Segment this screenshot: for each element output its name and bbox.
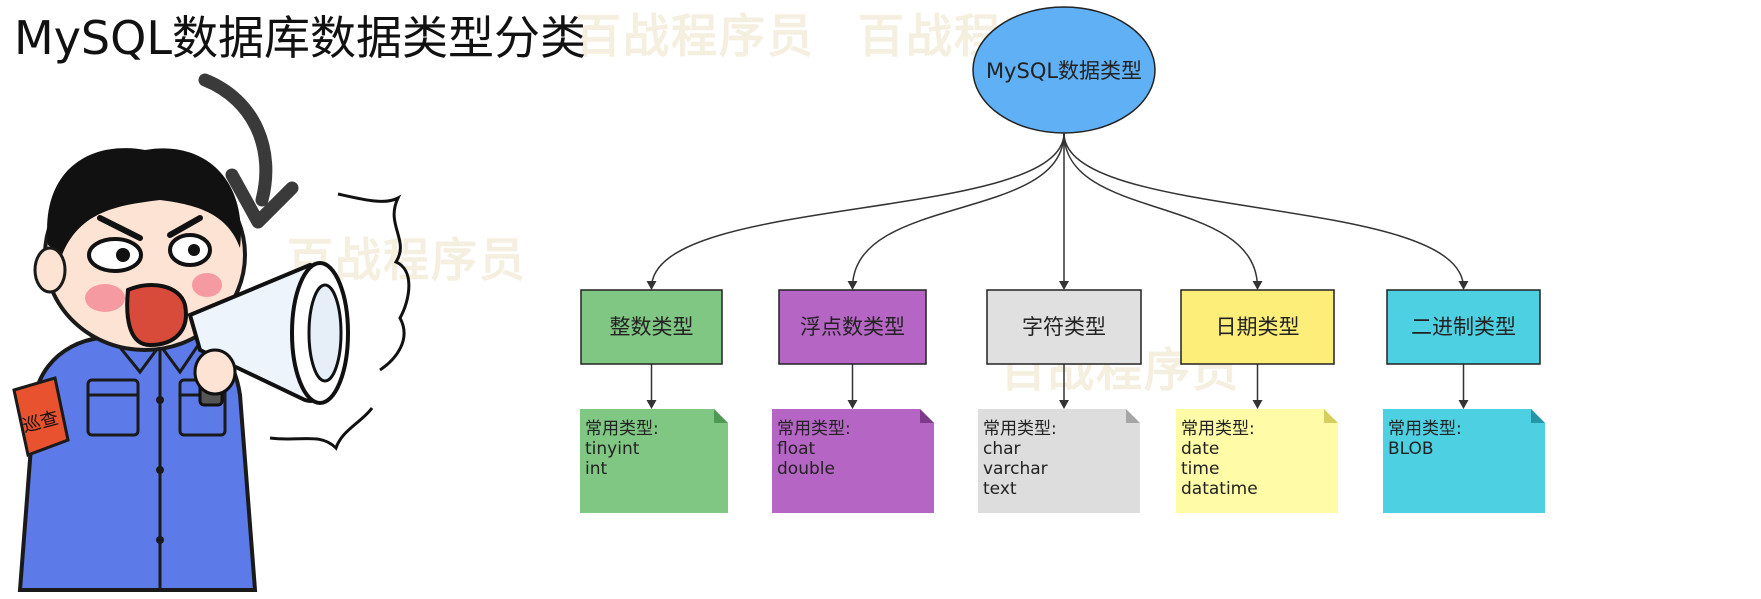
armband [12,376,70,458]
shout-burst-icon [337,192,411,372]
note-title: 常用类型: [777,419,851,439]
note-fold [714,409,728,423]
type-item: varchar [983,459,1048,479]
connector-root-to-category [1063,132,1469,290]
curved-arrow-icon [198,73,273,207]
category-label: 日期类型 [1216,315,1300,339]
category-label: 浮点数类型 [800,315,905,339]
type-item: date [1181,439,1219,459]
note-title: 常用类型: [585,419,659,439]
type-item: char [983,439,1021,459]
type-item: int [585,459,607,479]
categories: 整数类型常用类型:tinyintint浮点数类型常用类型:floatdouble… [580,289,1545,513]
connectors [646,132,1469,409]
connector-root-to-category [646,132,1065,290]
type-item: BLOB [1388,439,1434,459]
note-fold [1126,409,1140,423]
type-item: datatime [1181,479,1258,499]
type-item: time [1181,459,1219,479]
category-node[interactable]: 日期类型 [1180,289,1335,365]
category-label: 字符类型 [1022,315,1106,339]
page-title: MySQL数据库数据类型分类 [14,11,586,65]
category-node[interactable]: 浮点数类型 [778,289,927,365]
category-label: 二进制类型 [1411,315,1516,339]
type-item: double [777,459,835,479]
note-title: 常用类型: [1388,419,1462,439]
root-label: MySQL数据类型 [986,59,1142,83]
connector-root-to-category [1063,132,1263,290]
root-node[interactable]: MySQL数据类型 [972,6,1156,134]
type-item: tinyint [585,439,640,459]
watermark: 百战程序员 [575,9,815,63]
note-fold [1324,409,1338,423]
note-fold [920,409,934,423]
category-node[interactable]: 二进制类型 [1386,289,1541,365]
connector-root-to-category [847,132,1065,290]
cartoon-inspector-illustration: 巡查 [12,73,411,592]
note-fold [1531,409,1545,423]
note-title: 常用类型: [1181,419,1255,439]
types-note: 常用类型:BLOB [1383,409,1545,513]
type-item: text [983,479,1017,499]
category-label: 整数类型 [610,315,694,339]
category-node[interactable]: 整数类型 [580,289,723,365]
category-node[interactable]: 字符类型 [986,289,1142,365]
note-title: 常用类型: [983,419,1057,439]
type-item: float [777,439,816,459]
